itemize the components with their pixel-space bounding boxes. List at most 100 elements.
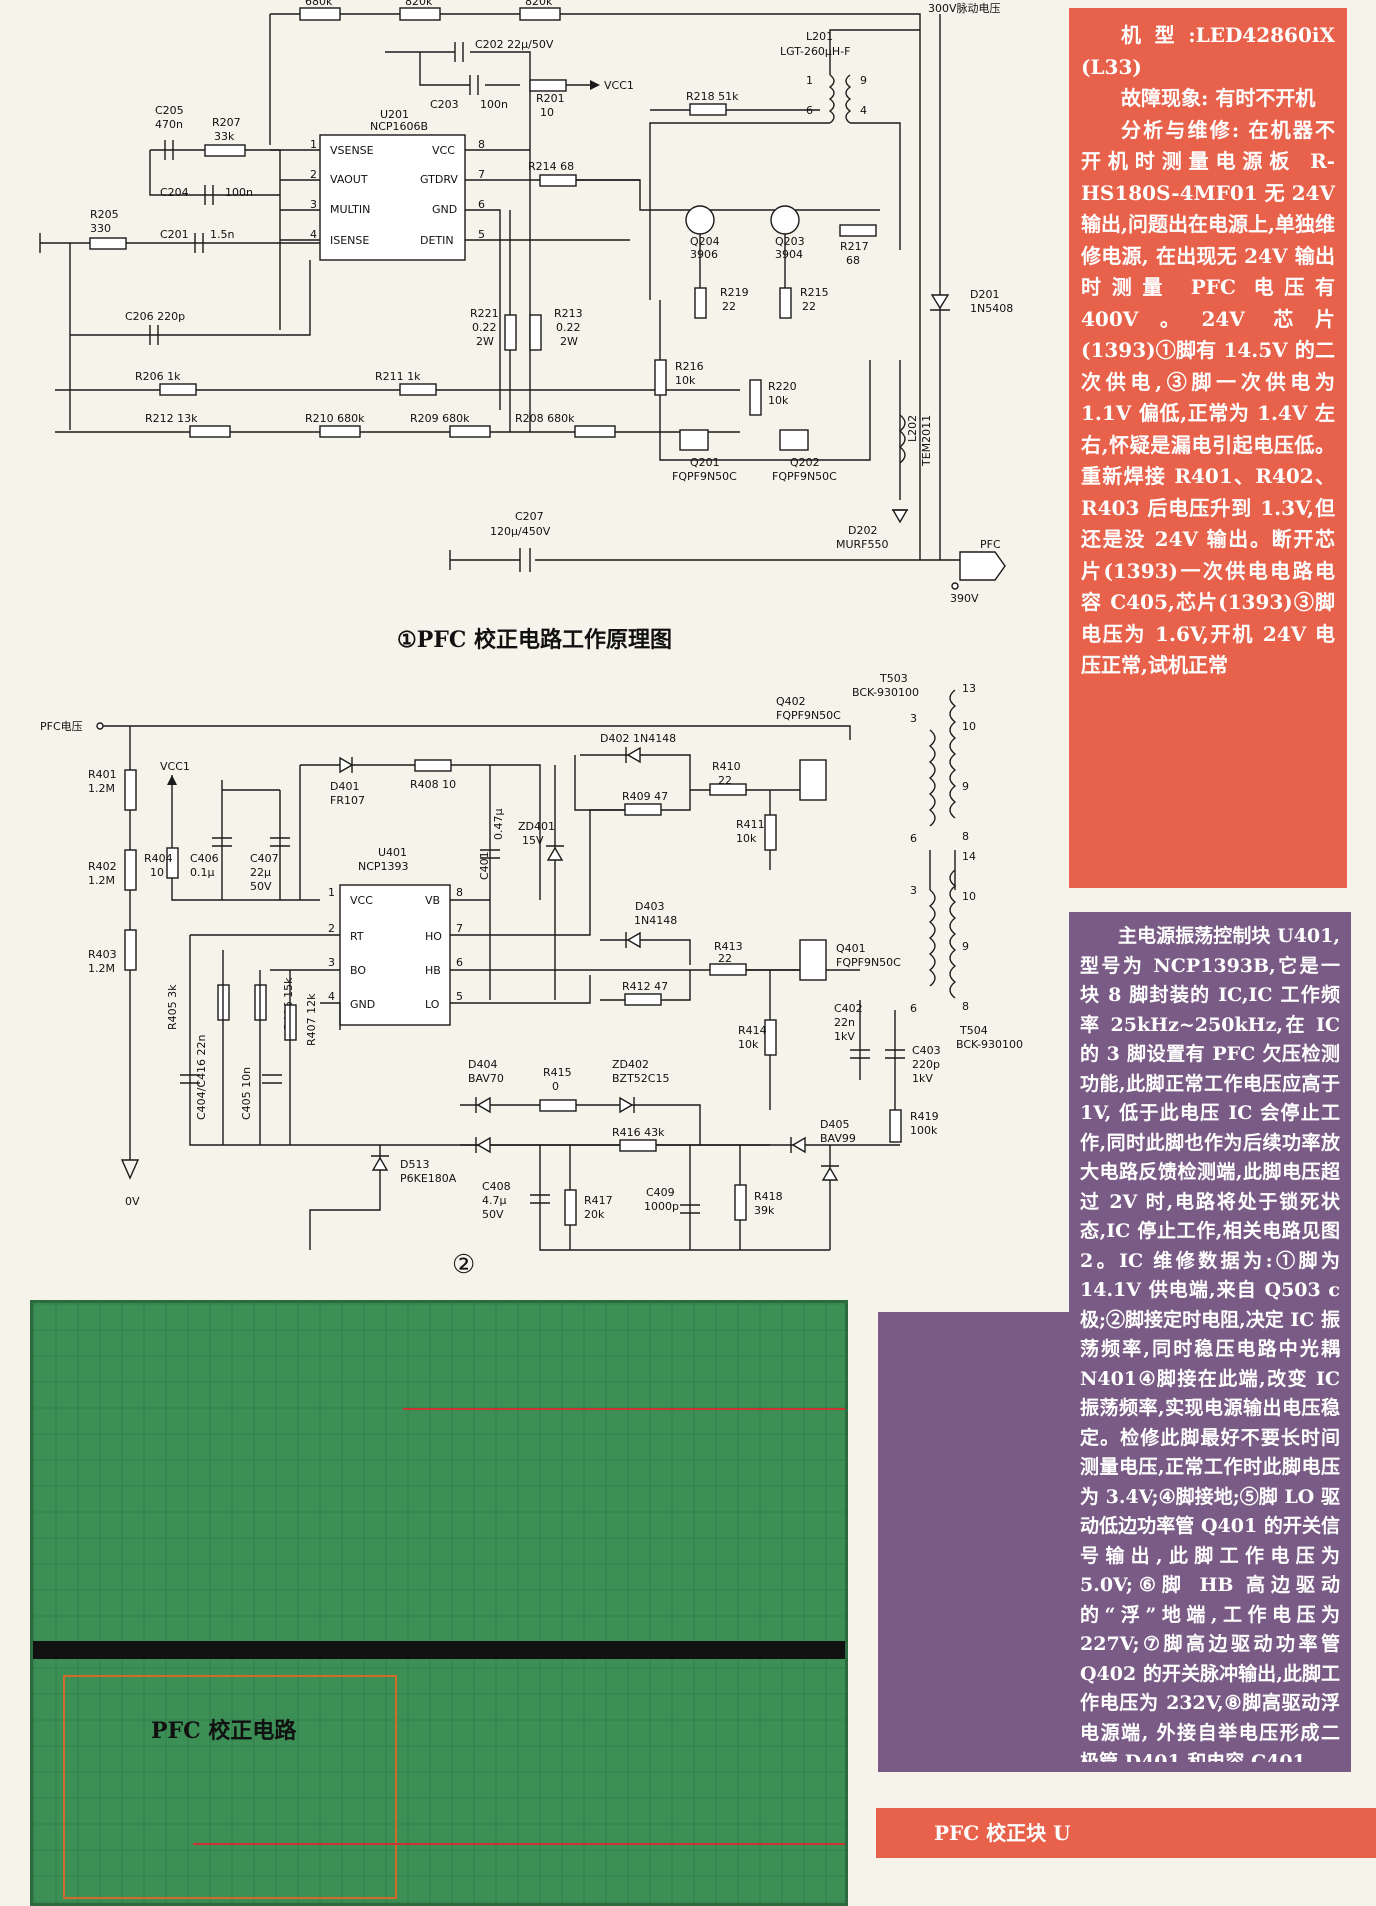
u201-ic <box>319 134 466 261</box>
fig1-label: 10k <box>768 394 789 407</box>
fig2-label: 9 <box>962 940 969 953</box>
fig2-label: C403 <box>912 1044 941 1057</box>
fig1-label: 100n <box>225 186 253 199</box>
fig1-label: Q202 <box>790 456 820 469</box>
pfc-ic-callout: PFC 校正块 U <box>876 1808 1376 1858</box>
fig1-label: R213 <box>554 307 583 320</box>
fig1-label: DETIN <box>420 234 454 247</box>
fig2-label: R407 12k <box>305 993 318 1046</box>
fig2-label: D403 <box>635 900 664 913</box>
u401-ic <box>339 884 451 1026</box>
fig2-label: 1.2M <box>88 962 115 975</box>
fig2-label: 5 <box>456 990 463 1003</box>
fig2-label: FQPF9N50C <box>836 956 901 969</box>
fig2-label: C408 <box>482 1180 511 1193</box>
fig2-label: C405 10n <box>240 1067 253 1120</box>
fig1-label: 1N5408 <box>970 302 1013 315</box>
fig1-label: R209 680k <box>410 412 470 425</box>
fig1-label: 820k <box>525 0 553 8</box>
fig1-label: C204 <box>160 186 189 199</box>
fig1-label: 470n <box>155 118 183 131</box>
fig2-label: BAV70 <box>468 1072 504 1085</box>
fig2-label: T503 <box>879 672 908 685</box>
fig2-label: LO <box>425 998 440 1011</box>
fig1-label: 300V脉动电压 <box>928 1 1001 15</box>
fig1-label: GTDRV <box>420 173 458 186</box>
fig2-label: 0V <box>125 1195 140 1208</box>
fig1-label: 3 <box>310 198 317 211</box>
fig2-label: D405 <box>820 1118 849 1131</box>
fig2-label: BZT52C15 <box>612 1072 669 1085</box>
fig1-label: R201 <box>536 92 565 105</box>
fig2-label: 1000p <box>644 1200 679 1213</box>
fig2-label: ZD402 <box>612 1058 649 1071</box>
fig2-label: GND <box>350 998 375 1011</box>
fig2-label: C407 <box>250 852 279 865</box>
fig2-label: 6 <box>456 956 463 969</box>
fig1-label: FQPF9N50C <box>772 470 837 483</box>
fig2-label: R410 <box>712 760 741 773</box>
fig1-label: 8 <box>478 138 485 151</box>
fig1-label: 1.5n <box>210 228 234 241</box>
fig1-label: R218 51k <box>686 90 739 103</box>
fig2-label: D404 <box>468 1058 497 1071</box>
fig2-label: 0.47μ <box>492 809 505 841</box>
fig1-label: C203 <box>430 98 459 111</box>
fig1-label: 4 <box>310 228 317 241</box>
figure2-caption: ② <box>452 1250 476 1280</box>
fig1-label: 330 <box>90 222 111 235</box>
fig1-label: MURF550 <box>836 538 889 551</box>
fig1-label: 22 <box>722 300 736 313</box>
fig2-label: VB <box>425 894 440 907</box>
fig2-label: VCC1 <box>160 760 190 773</box>
fig1-label: Q203 <box>775 235 805 248</box>
fig2-label: 4 <box>328 990 335 1003</box>
fig2-label: 0 <box>552 1080 559 1093</box>
fig2-label: 1.2M <box>88 874 115 887</box>
fig1-label: 6 <box>478 198 485 211</box>
fig1-label: PFC <box>980 538 1001 551</box>
fig1-label: C205 <box>155 104 184 117</box>
fig1-label: R212 13k <box>145 412 198 425</box>
fig1-label: 3904 <box>775 248 803 261</box>
fig1-label: VCC1 <box>604 79 634 92</box>
fig1-label: Q204 <box>690 235 720 248</box>
fig2-label: 13 <box>962 682 976 695</box>
fig2-label: 8 <box>456 886 463 899</box>
fig1-label: 10k <box>675 374 696 387</box>
pfc-schematic: 680k 820k 820k 300V脉动电压 C202 22μ/50V C20… <box>39 0 1013 605</box>
case-model: 机 型 :LED42860iX (L33) <box>1081 23 1335 79</box>
ic-description-panel-lower <box>878 1312 1351 1772</box>
fig1-label: R214 68 <box>528 160 574 173</box>
fig1-label: R220 <box>768 380 797 393</box>
ic-description-panel <box>1069 912 1351 1330</box>
fig1-label: 2W <box>560 335 578 348</box>
fig1-label: C206 220p <box>125 310 185 323</box>
fig1-label: R211 1k <box>375 370 421 383</box>
fig1-label: R205 <box>90 208 119 221</box>
fig2-label: NCP1393 <box>358 860 409 873</box>
pfc-region-box <box>63 1675 397 1899</box>
fig2-label: BO <box>350 964 366 977</box>
pcb-divider-strip <box>33 1641 845 1659</box>
fig1-label: 2W <box>476 335 494 348</box>
fig2-label: 220p <box>912 1058 940 1071</box>
pcb-photo-board <box>33 1303 845 1903</box>
fig2-label: C409 <box>646 1186 675 1199</box>
fig2-label: 0.1μ <box>190 866 215 879</box>
fig2-label: U401 <box>378 846 407 859</box>
fig1-label: 5 <box>478 228 485 241</box>
fig2-label: 9 <box>962 780 969 793</box>
fig2-label: 1kV <box>912 1072 933 1085</box>
fig2-label: 1N4148 <box>634 914 677 927</box>
fig1-label: R219 <box>720 286 749 299</box>
fig1-label: 33k <box>214 130 235 143</box>
fig2-label: 10 <box>150 866 164 879</box>
fig2-label: Q401 <box>836 942 866 955</box>
fig2-label: R414 <box>738 1024 767 1037</box>
figure1-caption: ①PFC 校正电路工作原理图 <box>397 627 673 653</box>
fig2-label: 10 <box>962 890 976 903</box>
fig1-label: 9 <box>860 74 867 87</box>
fig1-label: L201 <box>806 30 833 43</box>
fig1-label: 820k <box>405 0 433 8</box>
